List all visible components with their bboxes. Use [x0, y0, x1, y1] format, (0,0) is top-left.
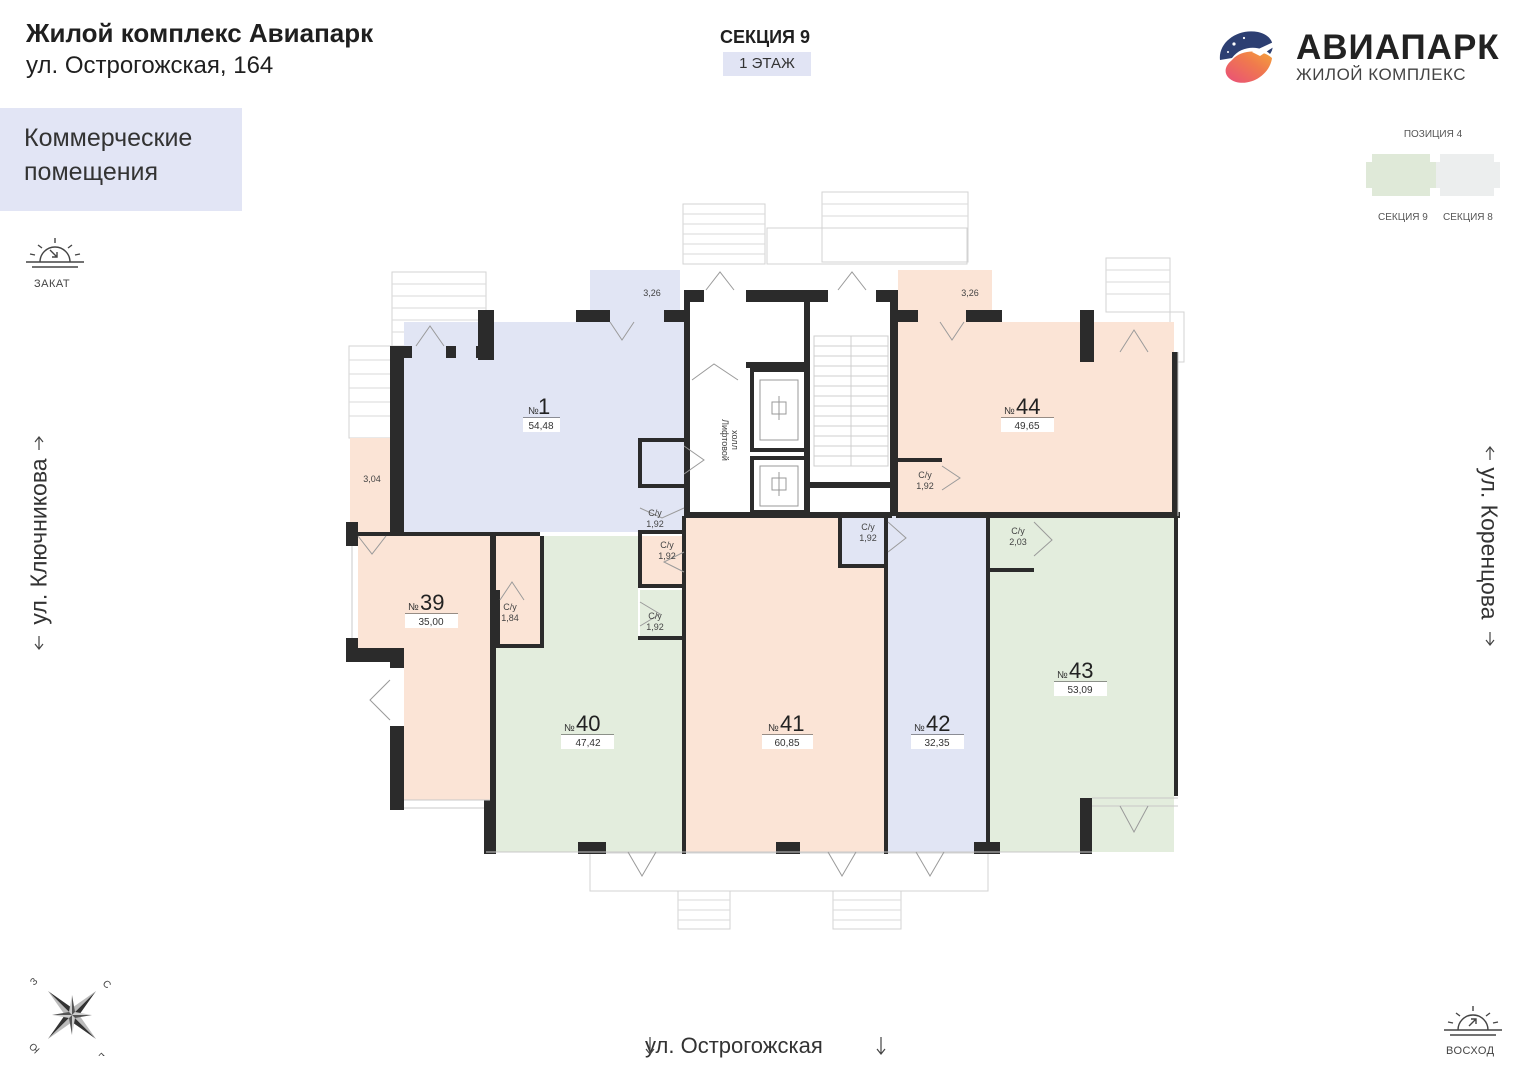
wc-label: С/у: [660, 540, 674, 550]
sunrise-label: ВОСХОД: [1446, 1045, 1495, 1057]
terrace-area: 3,26: [961, 288, 979, 298]
wc-label: С/у: [1011, 526, 1025, 536]
street-bottom: ул. Острогожская: [645, 1033, 823, 1058]
wc-area: 1,92: [859, 533, 877, 543]
section-label: СЕКЦИЯ 9: [719, 27, 811, 47]
wc-area: 1,92: [646, 622, 664, 632]
terrace-unit-39[interactable]: [350, 438, 392, 536]
terrace-area: 3,04: [363, 474, 381, 484]
category-badge: Коммерческие помещения: [0, 108, 242, 211]
minimap-section-b: СЕКЦИЯ 8: [1443, 212, 1493, 223]
complex-title: Жилой комплекс Авиапарк: [26, 18, 374, 48]
wc-area: 1,92: [916, 481, 934, 491]
arrow-up-icon: [1485, 446, 1495, 460]
unit-number: 40: [576, 711, 600, 736]
wc-area: 1,92: [646, 519, 664, 529]
wc-unit-41-a: [640, 536, 684, 584]
minimap-section-9[interactable]: [1366, 154, 1436, 196]
wc-label: С/у: [648, 611, 662, 621]
compass-icon: З С В Ю: [27, 976, 112, 1056]
wc-unit-39: [498, 594, 540, 646]
sunset-label: ЗАКАТ: [34, 278, 71, 290]
wc-area: 1,84: [501, 613, 519, 623]
wc-unit-42: [842, 518, 888, 564]
terrace-area: 3,26: [643, 288, 661, 298]
unit-42[interactable]: [888, 516, 988, 852]
svg-text:№: №: [914, 723, 925, 734]
wc-area: 2,03: [1009, 537, 1027, 547]
minimap-section-a: СЕКЦИЯ 9: [1378, 212, 1428, 223]
svg-text:№: №: [1004, 406, 1015, 417]
unit-number: 42: [926, 711, 950, 736]
logo-name: АВИАПАРК: [1296, 28, 1500, 67]
unit-number: 44: [1016, 394, 1040, 419]
wc-label: С/у: [503, 602, 517, 612]
unit-area: 53,09: [1067, 685, 1092, 696]
unit-number: 1: [538, 394, 550, 419]
unit-number: 43: [1069, 658, 1093, 683]
wc-unit-40: [640, 590, 684, 636]
compass-e: В: [95, 1050, 108, 1056]
minimap[interactable]: [1366, 150, 1502, 200]
arrow-up-icon: [34, 436, 44, 450]
unit-area: 60,85: [774, 738, 799, 749]
svg-text:№: №: [1057, 670, 1068, 681]
unit-area: 47,42: [575, 738, 600, 749]
unit-number: 41: [780, 711, 804, 736]
arrow-down-icon: [645, 1037, 655, 1055]
unit-area: 35,00: [418, 617, 443, 628]
minimap-position: ПОЗИЦИЯ 4: [1403, 129, 1463, 140]
svg-text:№: №: [768, 723, 779, 734]
sunrise-icon: [1444, 1006, 1502, 1036]
lift-hall-line-1: Лифтовой: [720, 419, 730, 461]
unit-41[interactable]: [686, 516, 886, 852]
svg-text:№: №: [528, 406, 539, 417]
wc-area: 1,92: [658, 551, 676, 561]
arrow-down-icon: [876, 1037, 886, 1055]
unit-area: 49,65: [1014, 421, 1039, 432]
floor-badge[interactable]: 1 ЭТАЖ: [723, 52, 811, 76]
unit-area: 32,35: [924, 738, 949, 749]
complex-address: ул. Острогожская, 164: [26, 52, 274, 79]
wc-label: С/у: [918, 470, 932, 480]
wc-unit-43: [990, 518, 1034, 568]
minimap-section-8[interactable]: [1436, 154, 1500, 196]
category-line-1: Коммерческие: [24, 124, 193, 152]
svg-text:№: №: [564, 723, 575, 734]
arrow-down-icon: [34, 636, 44, 650]
lift-hall-line-2: холл: [730, 430, 740, 450]
logo-emblem-icon: [1219, 31, 1282, 83]
wc-unit-44: [898, 462, 942, 510]
wc-label: С/у: [861, 522, 875, 532]
svg-text:№: №: [408, 602, 419, 613]
wc-label: С/у: [648, 508, 662, 518]
sunset-icon: [26, 238, 84, 268]
category-line-2: помещения: [24, 158, 159, 186]
logo-subtitle: ЖИЛОЙ КОМПЛЕКС: [1296, 65, 1467, 84]
wc-unit-1: [640, 486, 684, 530]
unit-number: 39: [420, 590, 444, 615]
unit-area: 54,48: [528, 421, 553, 432]
arrow-down-icon: [1485, 632, 1495, 646]
